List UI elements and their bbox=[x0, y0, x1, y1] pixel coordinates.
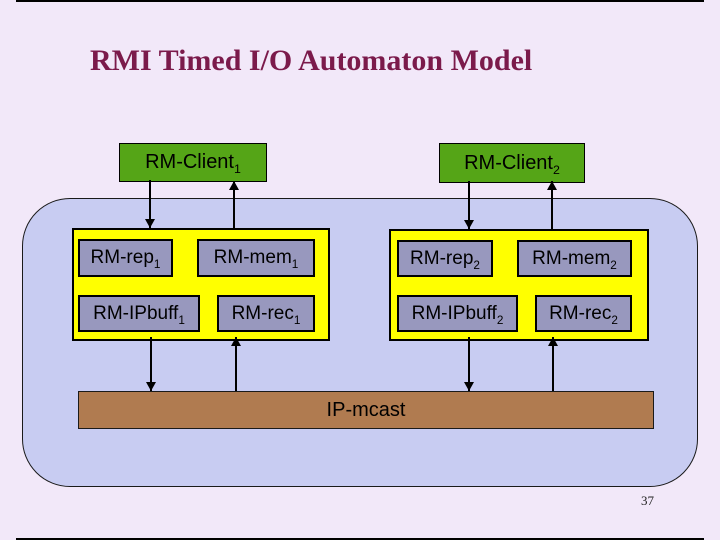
arrow-group1-receive bbox=[231, 337, 241, 391]
page-number: 37 bbox=[641, 493, 654, 508]
module-rm-rec2: RM-rec2 bbox=[535, 295, 632, 332]
arrow-group1-send-head bbox=[146, 382, 156, 391]
module-label: RM-rec1 bbox=[231, 302, 301, 327]
arrow-client1-send-head bbox=[145, 219, 155, 228]
client2-box: RM-Client2 bbox=[439, 143, 585, 183]
screen-edge-bottom bbox=[16, 538, 704, 540]
arrow-group2-send-head bbox=[464, 382, 474, 391]
module-label: RM-IPbuff2 bbox=[411, 302, 504, 327]
bus-label: IP-mcast bbox=[326, 398, 406, 421]
module-label: RM-mem1 bbox=[213, 247, 299, 271]
module-label: RM-rep2 bbox=[410, 247, 480, 272]
arrow-group2-send bbox=[464, 337, 474, 391]
arrow-client2-send bbox=[464, 181, 474, 229]
arrow-client1-send bbox=[145, 180, 155, 228]
arrow-client2-receive-head bbox=[547, 181, 557, 190]
module-rm-rec1: RM-rec1 bbox=[217, 295, 315, 332]
client2-label: RM-Client2 bbox=[464, 151, 560, 177]
module-rm-ipbuff1: RM-IPbuff1 bbox=[78, 295, 200, 332]
module-rm-mem2: RM-mem2 bbox=[517, 240, 632, 277]
module-rm-rep2: RM-rep2 bbox=[397, 240, 493, 277]
arrow-group1-send bbox=[146, 337, 156, 391]
arrow-client2-send-head bbox=[464, 220, 474, 229]
module-label: RM-IPbuff1 bbox=[93, 302, 185, 327]
module-label: RM-rec2 bbox=[549, 302, 618, 327]
module-rm-ipbuff2: RM-IPbuff2 bbox=[397, 295, 518, 332]
ip-mcast-bus: IP-mcast bbox=[78, 391, 654, 429]
client1-label: RM-Client1 bbox=[145, 151, 241, 176]
arrow-client1-receive-head bbox=[229, 181, 239, 190]
client1-box: RM-Client1 bbox=[119, 143, 267, 182]
arrow-client2-receive bbox=[547, 181, 557, 229]
arrow-group2-receive bbox=[548, 337, 558, 391]
page-title: RMI Timed I/O Automaton Model bbox=[90, 44, 533, 77]
screen-edge-top bbox=[16, 0, 704, 2]
arrow-group2-receive-head bbox=[548, 337, 558, 346]
arrow-group1-receive-head bbox=[231, 337, 241, 346]
module-rm-mem1: RM-mem1 bbox=[197, 239, 315, 277]
module-label: RM-mem2 bbox=[532, 247, 617, 272]
module-rm-rep1: RM-rep1 bbox=[78, 239, 173, 277]
module-label: RM-rep1 bbox=[90, 247, 161, 271]
arrow-client1-receive bbox=[229, 181, 239, 228]
